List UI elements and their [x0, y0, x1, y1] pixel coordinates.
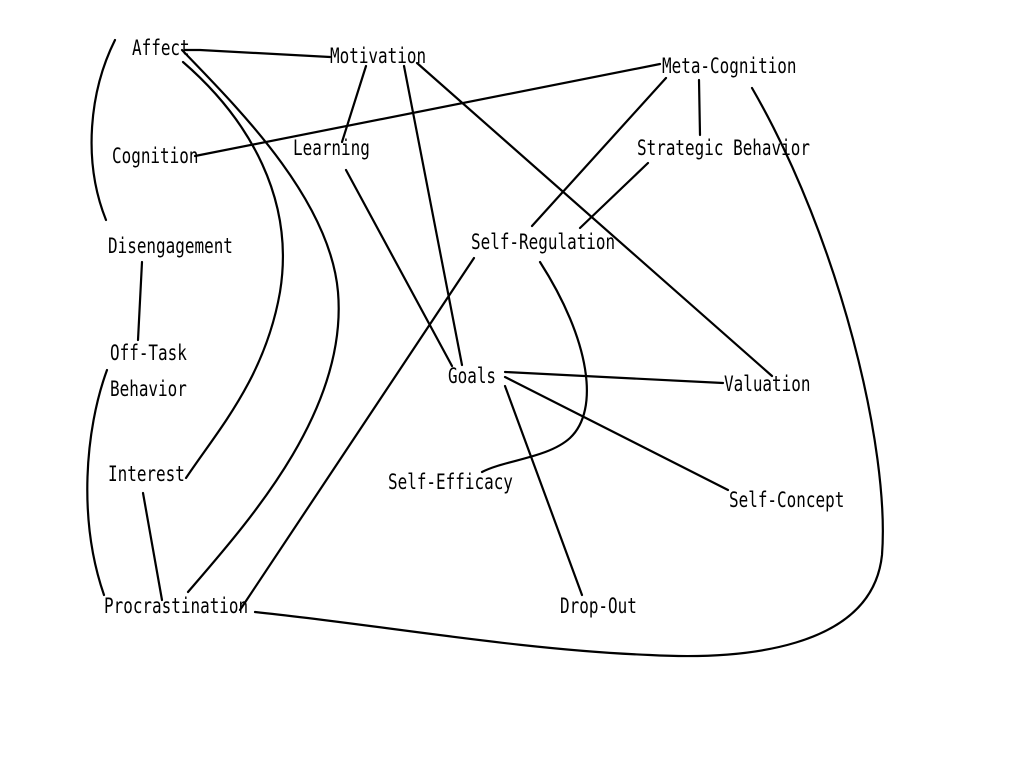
edge-affect-interest	[181, 60, 284, 480]
node-self-efficacy: Self-Efficacy	[388, 470, 513, 494]
node-strategic-behavior: Strategic Behavior	[637, 136, 810, 160]
edge-metacognition-strategic	[697, 78, 702, 137]
node-learning: Learning	[293, 136, 370, 160]
edge-disengagement-offtask	[136, 260, 144, 342]
edge-metacognition-procrastination	[253, 86, 884, 658]
edge-learning-goals	[344, 168, 454, 368]
edge-offtask-procrastination	[86, 368, 109, 597]
node-meta-cognition: Meta-Cognition	[662, 54, 797, 78]
node-procrastination: Procrastination	[104, 594, 249, 618]
node-self-regulation: Self-Regulation	[471, 230, 616, 254]
node-off-task-line2: Behavior	[110, 377, 187, 401]
node-cognition: Cognition	[112, 144, 199, 168]
node-affect: Affect	[132, 36, 190, 60]
edge-goals-valuation	[503, 370, 725, 385]
edge-strategic-selfregulation	[578, 161, 650, 230]
edge-metacognition-selfregulation	[530, 76, 668, 228]
node-off-task-behavior: Off-Task Behavior	[110, 335, 187, 407]
edge-motivation-goals	[402, 64, 464, 367]
edge-selfregulation-selfefficacy	[480, 260, 588, 474]
node-off-task-line1: Off-Task	[110, 341, 187, 365]
node-self-concept: Self-Concept	[729, 488, 845, 512]
edge-motivation-valuation	[415, 61, 774, 378]
node-goals: Goals	[448, 364, 497, 388]
edge-motivation-learning	[340, 64, 368, 144]
node-valuation: Valuation	[724, 372, 811, 396]
edge-cognition-metacognition	[193, 62, 662, 158]
node-drop-out: Drop-Out	[560, 594, 637, 618]
edge-affect-motivation	[183, 48, 332, 59]
edge-affect-disengagement	[90, 38, 117, 222]
edge-interest-procrastination	[141, 491, 164, 602]
edge-goals-selfconcept	[503, 375, 730, 492]
edge-goals-dropout	[503, 384, 584, 597]
node-disengagement: Disengagement	[108, 234, 233, 258]
node-interest: Interest	[108, 462, 185, 486]
edge-selfregulation-procrastination	[238, 256, 476, 612]
edge-affect-procrastination	[180, 48, 340, 594]
node-motivation: Motivation	[330, 44, 427, 68]
